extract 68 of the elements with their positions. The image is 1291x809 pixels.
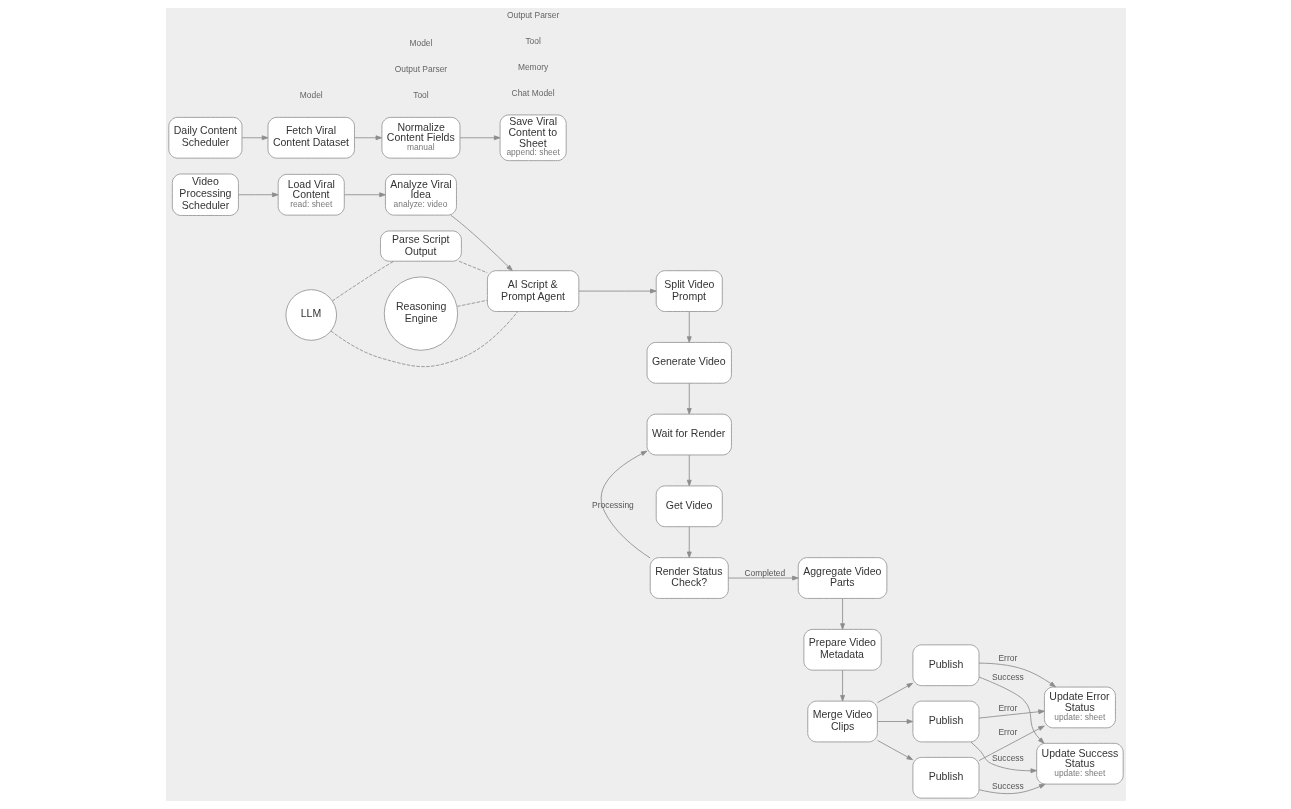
- arrow: [459, 135, 500, 141]
- label: Model: [408, 38, 432, 49]
- connector: [331, 260, 394, 302]
- arrow: [978, 676, 1044, 744]
- arrow: [686, 526, 692, 558]
- arrow: [876, 719, 913, 724]
- arrow: [686, 311, 692, 343]
- label: Output Parser: [506, 10, 559, 21]
- edge-label: Error: [997, 726, 1017, 737]
- arrow: [600, 450, 651, 559]
- connector: [330, 311, 518, 367]
- label: Model: [299, 90, 323, 101]
- node-box: Wait for Render: [646, 413, 732, 456]
- node-box: Publish: [911, 644, 979, 687]
- node-circle: Reasoning Engine: [383, 276, 458, 351]
- node-box: Fetch Viral Content Dataset: [267, 116, 355, 159]
- node-box: Analyze Viral Idea analyze: video: [384, 173, 457, 216]
- label: Tool: [524, 36, 541, 47]
- arrow: [970, 741, 1037, 774]
- arrow: [978, 662, 1056, 688]
- arrow: [686, 382, 692, 415]
- node-box: Prepare Video Metadata: [802, 628, 882, 671]
- label: Memory: [517, 62, 548, 73]
- arrow: [876, 682, 913, 704]
- node-box: Update Error Status update: sheet: [1043, 686, 1116, 729]
- edge-label: Completed: [743, 567, 785, 578]
- arrow: [353, 135, 382, 141]
- arrow: [727, 575, 799, 581]
- arrow: [978, 709, 1045, 719]
- node-box: Daily Content Scheduler: [167, 116, 242, 159]
- node-circle: LLM: [284, 289, 337, 341]
- node-box: Split Video Prompt: [655, 270, 723, 312]
- arrow: [241, 135, 268, 141]
- label: Tool: [412, 90, 429, 101]
- arrow: [839, 598, 845, 630]
- arrow: [978, 725, 1045, 761]
- node-box: Normalize Content Fields manual: [380, 116, 460, 159]
- label: Chat Model: [511, 88, 555, 99]
- node-box: Video Processing Scheduler: [171, 173, 239, 216]
- arrow: [686, 454, 692, 487]
- edge-label: Success: [991, 753, 1024, 764]
- node-box: Publish: [911, 756, 979, 799]
- node-box: Save Viral Content to Sheet append: sheet: [499, 114, 567, 162]
- edge-label: Error: [997, 702, 1017, 713]
- node-box: Merge Video Clips: [806, 700, 878, 743]
- connector: [456, 299, 488, 307]
- edge-label: Success: [991, 781, 1024, 792]
- node-box: Get Video: [655, 485, 723, 528]
- node-box: Load Viral Content read: sheet: [277, 173, 345, 216]
- edge-label: Error: [997, 652, 1017, 663]
- connector: [458, 260, 488, 274]
- label: Output Parser: [394, 64, 447, 75]
- node-box: Aggregate Video Parts: [797, 557, 887, 599]
- edge-label: Processing: [591, 500, 634, 511]
- arrow: [978, 783, 1046, 795]
- arrow: [839, 669, 845, 702]
- node-box: AI Script & Prompt Agent: [486, 270, 579, 312]
- node-box: Update Success Status update: sheet: [1035, 742, 1124, 785]
- edge-label: Success: [991, 672, 1024, 683]
- arrow: [237, 192, 278, 198]
- arrow: [876, 740, 913, 761]
- node-box: Parse Script Output: [379, 230, 462, 262]
- arrow: [578, 288, 657, 294]
- arrow: [343, 192, 386, 198]
- arrow: [449, 214, 513, 271]
- node-box: Render Status Check?: [649, 557, 729, 599]
- node-box: Publish: [911, 700, 979, 743]
- node-box: Generate Video: [646, 341, 732, 384]
